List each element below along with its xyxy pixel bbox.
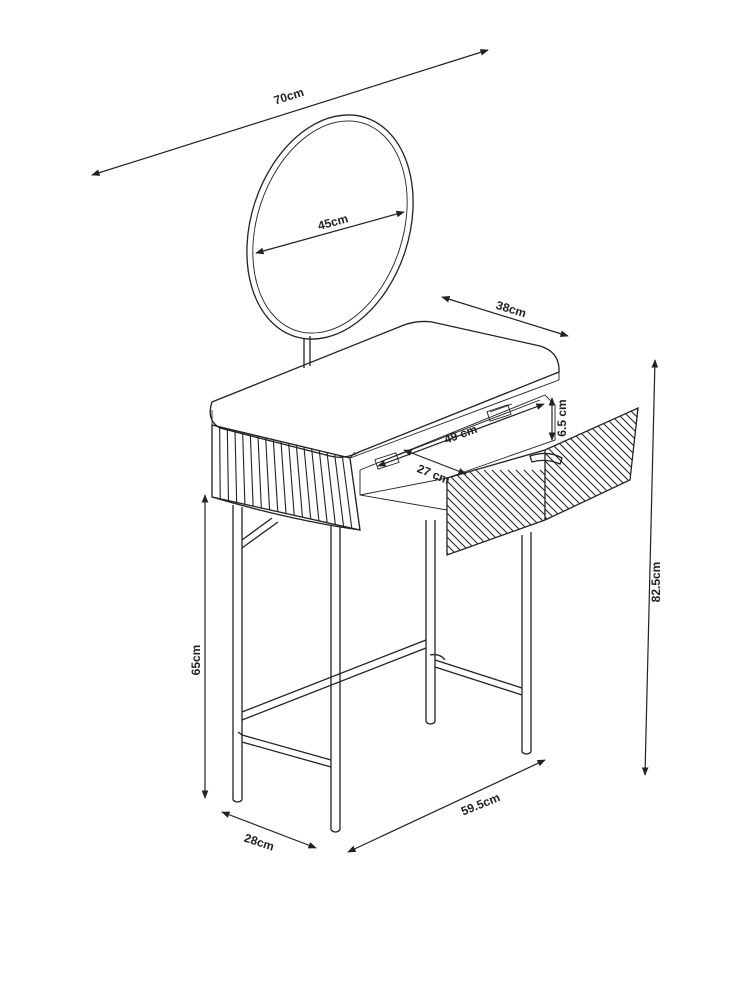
groove-line <box>619 408 638 520</box>
groove-line <box>491 469 545 555</box>
groove-line <box>341 456 353 529</box>
groove-line <box>545 408 637 520</box>
groove-line <box>303 446 312 520</box>
groove-line <box>295 445 303 518</box>
groove-line <box>545 408 589 520</box>
legs-frame <box>232 505 532 833</box>
groove-line <box>447 469 513 555</box>
groove-line <box>388 400 508 520</box>
groove-line <box>644 400 750 520</box>
label-base-depth: 28cm <box>242 831 276 854</box>
groove-line <box>475 469 545 555</box>
groove-line <box>234 430 238 503</box>
groove-line <box>318 450 328 523</box>
groove-line <box>332 470 432 570</box>
groove-line <box>467 469 545 555</box>
label-base-width: 59.5cm <box>459 790 502 818</box>
groove-line <box>545 408 573 520</box>
open-drawer <box>332 394 750 570</box>
groove-line <box>311 448 320 521</box>
groove-line <box>652 400 750 520</box>
groove-line <box>564 470 664 570</box>
groove-line <box>545 408 605 520</box>
groove-line <box>515 469 545 555</box>
fluted-front-panel <box>211 424 361 531</box>
groove-line <box>334 454 345 527</box>
mirror <box>246 114 414 368</box>
groove-line <box>499 469 545 555</box>
groove-line <box>447 469 489 555</box>
groove-line <box>226 428 229 501</box>
groove-line <box>572 470 672 570</box>
groove-line <box>523 469 545 555</box>
groove-line <box>556 470 656 570</box>
label-total-width: 70cm <box>272 85 305 108</box>
groove-line <box>326 452 336 525</box>
label-total-height: 82.5cm <box>649 562 663 603</box>
groove-line <box>676 400 750 520</box>
groove-line <box>288 443 295 516</box>
label-drawer-width: 49 cm <box>442 422 479 447</box>
groove-line <box>545 408 638 520</box>
groove-line <box>595 408 638 520</box>
groove-line <box>611 408 638 520</box>
groove-line <box>447 469 465 555</box>
groove-line <box>272 439 279 512</box>
groove-line <box>668 400 750 520</box>
dimension-lines <box>91 49 659 853</box>
groove-line <box>545 408 581 520</box>
groove-line <box>548 470 648 570</box>
groove-line <box>579 408 638 520</box>
groove-line <box>420 400 540 520</box>
label-top-depth: 38cm <box>494 298 527 320</box>
groove-line <box>447 469 481 555</box>
groove-line <box>242 432 246 505</box>
groove-line <box>280 441 287 514</box>
label-leg-height: 65cm <box>189 645 203 676</box>
groove-line <box>447 469 457 555</box>
groove-line <box>340 470 440 570</box>
label-drawer-height: 6.5 cm <box>555 399 569 436</box>
groove-line <box>483 469 545 555</box>
groove-line <box>447 469 505 555</box>
groove-line <box>447 469 473 555</box>
groove-line <box>257 435 262 509</box>
groove-line <box>451 469 545 555</box>
groove-line <box>265 437 271 510</box>
groove-line <box>539 469 545 555</box>
groove-line <box>545 408 557 520</box>
groove-line <box>447 469 449 555</box>
groove-line <box>447 469 537 555</box>
groove-line <box>571 408 638 520</box>
groove-line <box>603 408 638 520</box>
groove-line <box>249 434 254 507</box>
groove-line <box>219 426 221 499</box>
groove-line <box>587 408 638 520</box>
groove-line <box>545 408 597 520</box>
groove-line <box>660 400 750 520</box>
groove-line <box>507 469 545 555</box>
groove-line <box>447 469 545 555</box>
groove-line <box>627 408 638 520</box>
label-mirror-diameter: 45cm <box>316 211 349 232</box>
